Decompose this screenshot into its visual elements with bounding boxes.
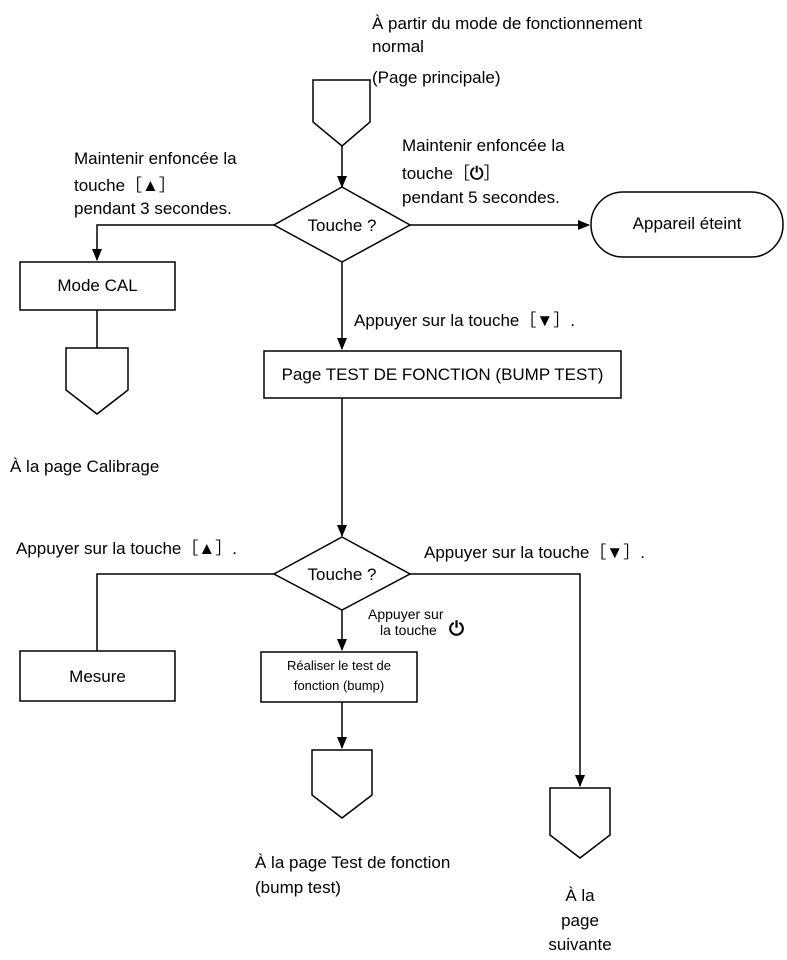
arrow-decision2-to-next <box>410 573 585 787</box>
decision1-right-line3: pendant 5 secondes. <box>402 188 560 207</box>
bump-page-box <box>263 350 622 399</box>
start-connector <box>312 79 371 147</box>
decision1-down-label: Appuyer sur la touche［▼］. <box>354 311 575 330</box>
up-arrow-key-icon: ▲ <box>198 539 216 558</box>
decision1-right-line1: Maintenir enfoncée la <box>402 136 565 155</box>
start-label-line3: (Page principale) <box>372 68 501 87</box>
up-arrow-key-icon: ▲ <box>142 176 159 195</box>
bump-page-label: Page TEST DE FONCTION (BUMP TEST) <box>281 365 604 384</box>
bump-action-line2: fonction (bump) <box>293 678 385 693</box>
bump-result-line2: (bump test) <box>255 878 341 897</box>
decision2-down-line1: Appuyer sur <box>368 606 444 622</box>
decision1-left-line1: Maintenir enfoncée la <box>74 149 237 168</box>
decision1-right-line2: touche［⏻］ <box>402 164 501 183</box>
decision2-left-label: Appuyer sur la touche［▲］. <box>16 539 237 558</box>
line-decision2-to-mesure <box>96 573 274 651</box>
mesure-label: Mesure <box>69 667 126 686</box>
decision1-left-line2: touche［▲］ <box>74 176 176 195</box>
start-label-line1: À partir du mode de fonctionnement <box>372 14 643 33</box>
decision1-label: Touche ? <box>307 216 377 235</box>
terminal-off-shape <box>590 191 784 258</box>
calibration-page-label: À la page Calibrage <box>10 457 160 476</box>
power-key-icon: ⏻ <box>449 619 465 640</box>
next-page-line1: À la <box>565 886 595 905</box>
decision1-left-line3: pendant 3 secondes. <box>74 199 232 218</box>
arrow-decision1-to-cal <box>92 224 274 261</box>
mesure-box <box>19 650 176 702</box>
down-arrow-key-icon: ▼ <box>606 543 624 562</box>
bump-action-line1: Réaliser le test de <box>286 658 392 673</box>
decision2-label: Touche ? <box>307 565 377 584</box>
power-key-icon: ⏻ <box>470 164 484 183</box>
calibration-connector <box>65 347 129 415</box>
decision2-right-label: Appuyer sur la touche［▼］. <box>424 543 645 562</box>
next-page-line3: suivante <box>548 935 612 954</box>
bump-action-box <box>260 651 418 703</box>
next-page-line2: page <box>561 911 599 930</box>
start-label-line2: normal <box>372 37 424 56</box>
mode-cal-label: Mode CAL <box>57 276 138 295</box>
bump-result-connector <box>311 749 373 819</box>
down-arrow-key-icon: ▼ <box>536 311 554 330</box>
terminal-off-label: Appareil éteint <box>632 214 742 233</box>
decision2-down-line2: la touche <box>380 622 437 638</box>
bump-result-line1: À la page Test de fonction <box>255 853 451 872</box>
next-page-connector <box>549 787 611 859</box>
